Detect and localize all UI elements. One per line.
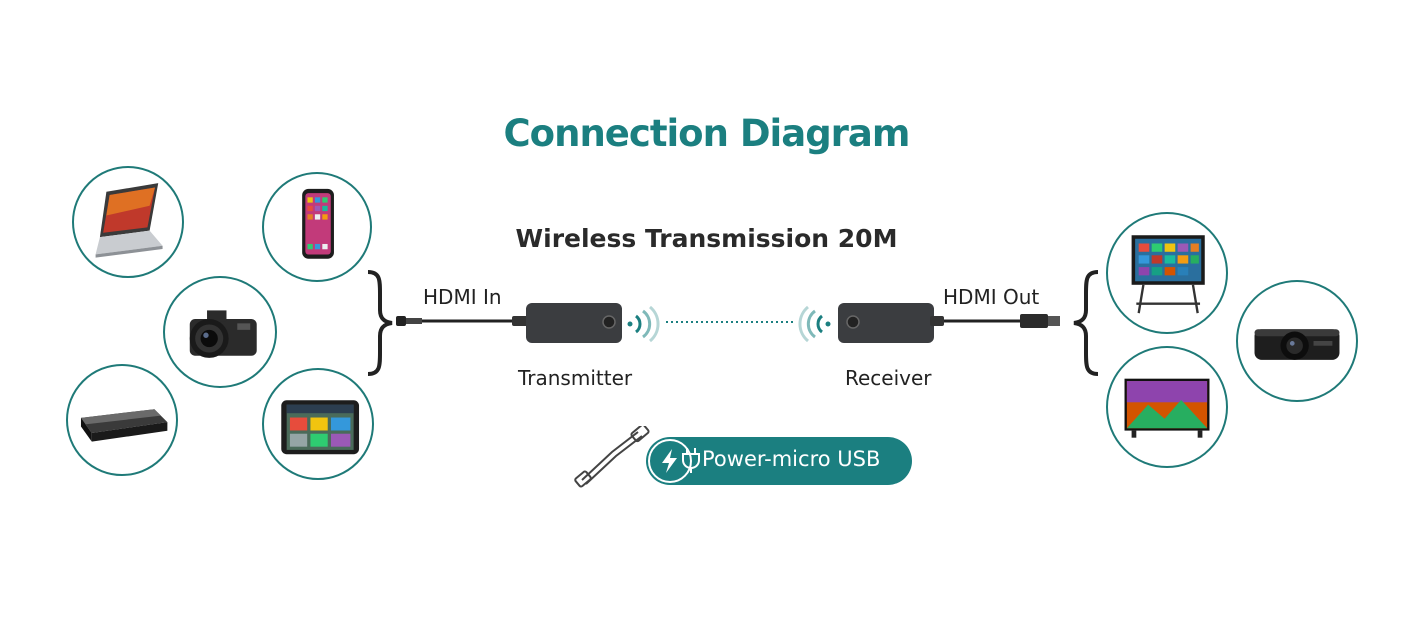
wireless-signal-icon (798, 305, 831, 343)
hdmi-in-cable (396, 316, 532, 326)
wireless-link (666, 321, 794, 323)
source-phone (262, 172, 372, 282)
hdmi-out-label: HDMI Out (943, 285, 1040, 309)
hdmi-in-label: HDMI In (423, 285, 502, 309)
tv-icon (1124, 378, 1210, 438)
hdmi-out-cable (930, 314, 1060, 328)
right-brace (1073, 270, 1099, 376)
laptop-icon (95, 183, 163, 258)
transmitter-button (602, 315, 616, 329)
usb-cable-icon (574, 426, 650, 488)
transmitter-label: Transmitter (518, 366, 633, 390)
display-smart-board (1106, 212, 1228, 334)
tablet-icon (281, 400, 360, 455)
diagram-subtitle: Wireless Transmission 20M (515, 224, 898, 253)
display-projector (1236, 280, 1358, 402)
tv-box-icon (80, 409, 168, 442)
lightning-icon (648, 439, 692, 483)
plug-icon (682, 448, 700, 473)
diagram-title: Connection Diagram (503, 112, 911, 155)
left-brace (367, 270, 393, 376)
phone-icon (302, 188, 334, 259)
source-tv-box (66, 364, 178, 476)
smart-board-icon (1131, 235, 1205, 314)
source-tablet (262, 368, 374, 480)
camera-icon (189, 310, 257, 358)
wireless-signal-icon (627, 305, 660, 343)
receiver-label: Receiver (845, 366, 932, 390)
source-laptop (72, 166, 184, 278)
power-label: Power-micro USB (702, 447, 881, 471)
receiver-button (846, 315, 860, 329)
source-camera (163, 276, 277, 388)
display-tv (1106, 346, 1228, 468)
projector-icon (1254, 329, 1340, 360)
